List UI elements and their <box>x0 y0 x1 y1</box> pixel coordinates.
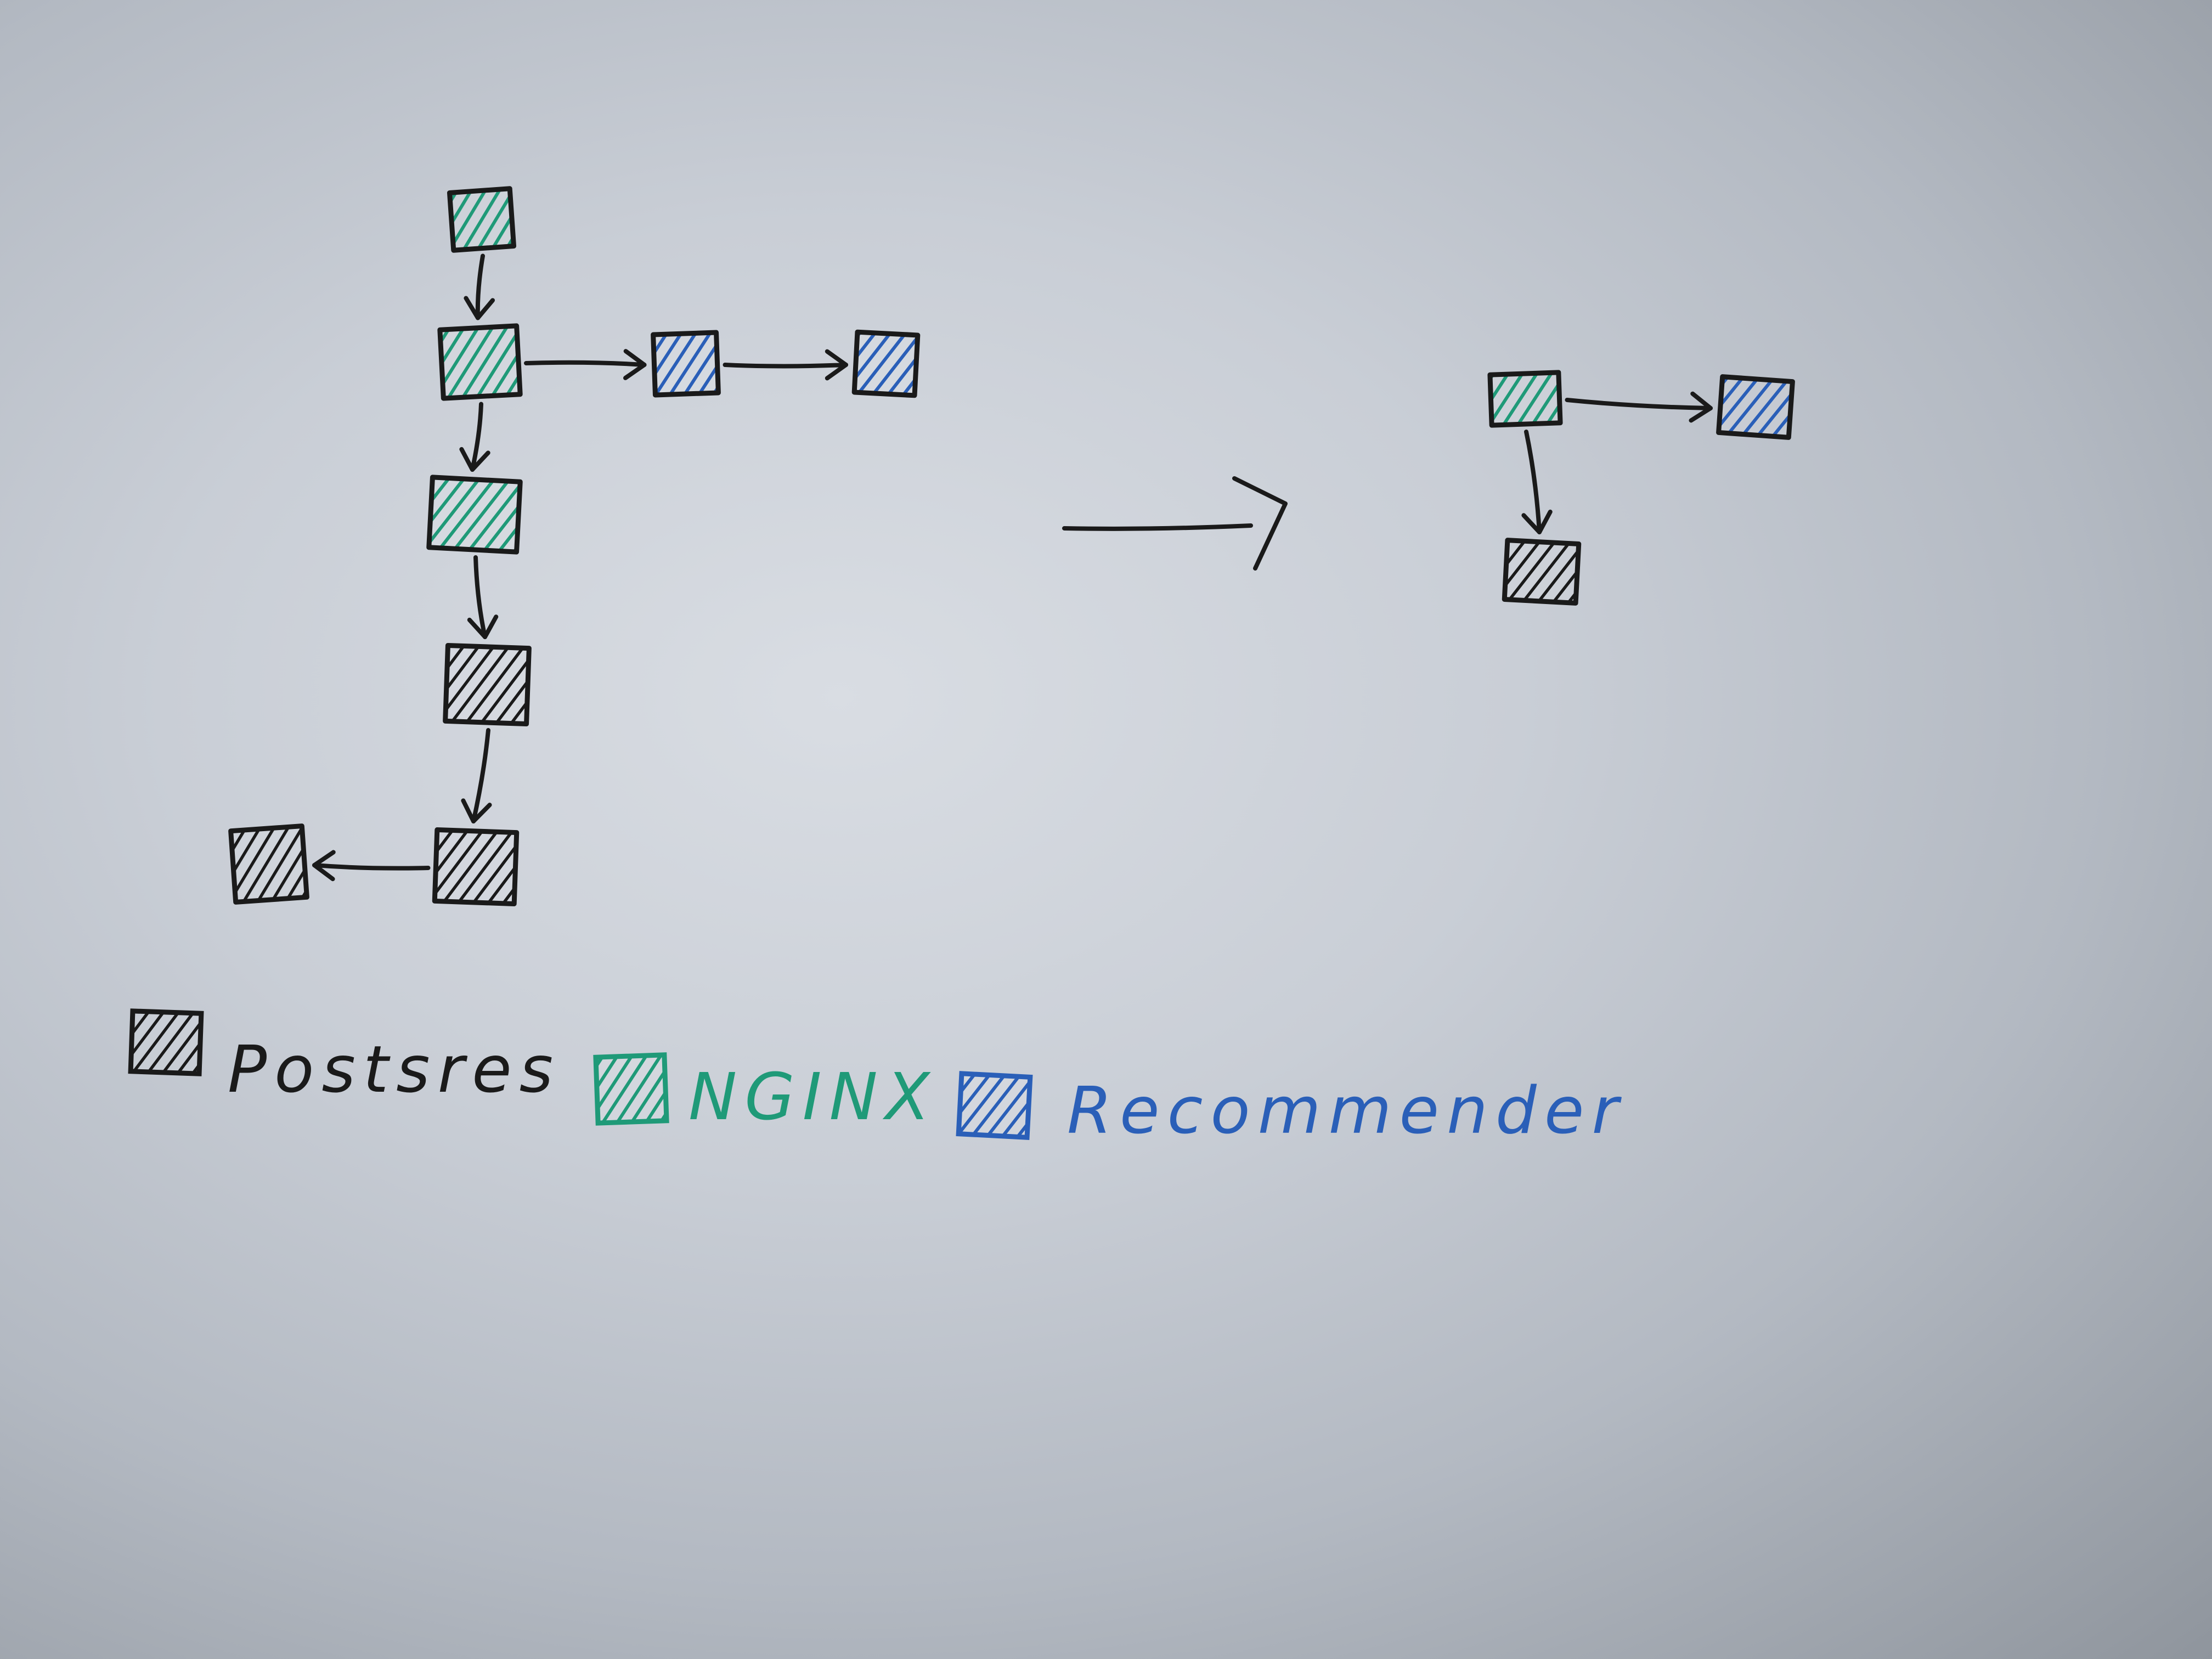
edge-arrow <box>461 728 492 823</box>
legend-swatch-nginx <box>593 1052 669 1126</box>
node-recommender <box>1716 374 1795 440</box>
node-nginx <box>426 475 523 555</box>
after-nodes <box>1487 370 1795 606</box>
edge-arrow <box>312 850 431 882</box>
node-nginx <box>1487 370 1563 428</box>
legend-item-nginx: NGINX <box>593 1052 938 1135</box>
node-postgres <box>432 827 520 906</box>
edge-arrow <box>723 349 848 381</box>
edge-arrow <box>524 349 647 380</box>
legend: Postsres NGINX Recommender <box>128 1008 1626 1148</box>
node-nginx <box>437 323 523 401</box>
legend-label-recommender: Recommender <box>1067 1073 1626 1148</box>
before-nodes <box>228 186 921 906</box>
transform-arrow <box>1062 476 1288 571</box>
node-postgres <box>443 642 532 727</box>
legend-item-postgres: Postsres <box>128 1008 561 1107</box>
edge-arrow <box>1521 430 1553 534</box>
after-graph <box>1487 370 1795 606</box>
node-postgres <box>228 823 309 905</box>
node-postgres <box>1502 538 1582 606</box>
node-recommender <box>651 330 721 398</box>
edge-arrow <box>1565 391 1713 423</box>
edge-arrow <box>464 253 495 320</box>
legend-label-nginx: NGINX <box>689 1059 938 1135</box>
legend-swatch-recommender <box>956 1071 1033 1140</box>
legend-item-recommender: Recommender <box>956 1071 1626 1148</box>
before-graph <box>228 186 921 906</box>
legend-swatch-postgres <box>128 1008 204 1076</box>
before-edges <box>312 253 848 882</box>
edge-arrow <box>459 402 490 472</box>
edge-arrow <box>467 555 499 639</box>
after-edges <box>1521 391 1713 534</box>
node-nginx <box>447 186 517 253</box>
node-recommender <box>851 329 921 398</box>
legend-label-postgres: Postsres <box>228 1031 561 1107</box>
